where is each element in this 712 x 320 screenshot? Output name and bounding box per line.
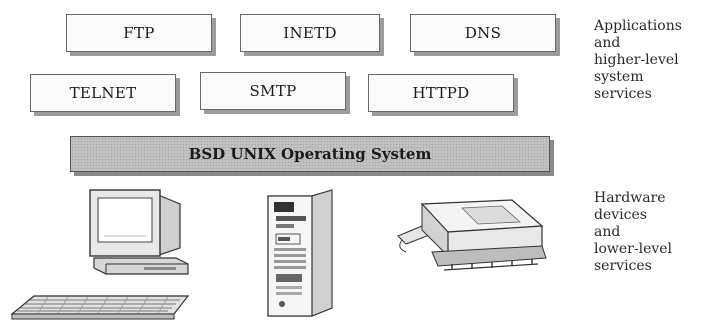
service-box-dns: DNS (410, 14, 556, 52)
service-box-ftp: FTP (66, 14, 212, 52)
printer-icon (397, 199, 547, 271)
os-layer-label: BSD UNIX Operating System (188, 145, 432, 163)
service-label: INETD (283, 24, 337, 42)
applications-label: Applications and higher-level system ser… (594, 18, 682, 102)
hardware-label: Hardware devices and lower-level service… (594, 190, 673, 274)
service-label: DNS (464, 24, 502, 42)
server-tower-icon (267, 189, 333, 317)
service-label: HTTPD (412, 84, 470, 102)
computer-terminal-icon (89, 189, 189, 275)
service-label: FTP (123, 24, 155, 42)
service-box-smtp: SMTP (200, 72, 346, 110)
os-layer-bar: BSD UNIX Operating System (70, 136, 550, 172)
service-label: SMTP (249, 82, 297, 100)
service-box-httpd: HTTPD (368, 74, 514, 112)
service-label: TELNET (69, 84, 137, 102)
keyboard-icon (10, 295, 190, 320)
service-box-telnet: TELNET (30, 74, 176, 112)
service-box-inetd: INETD (240, 14, 380, 52)
